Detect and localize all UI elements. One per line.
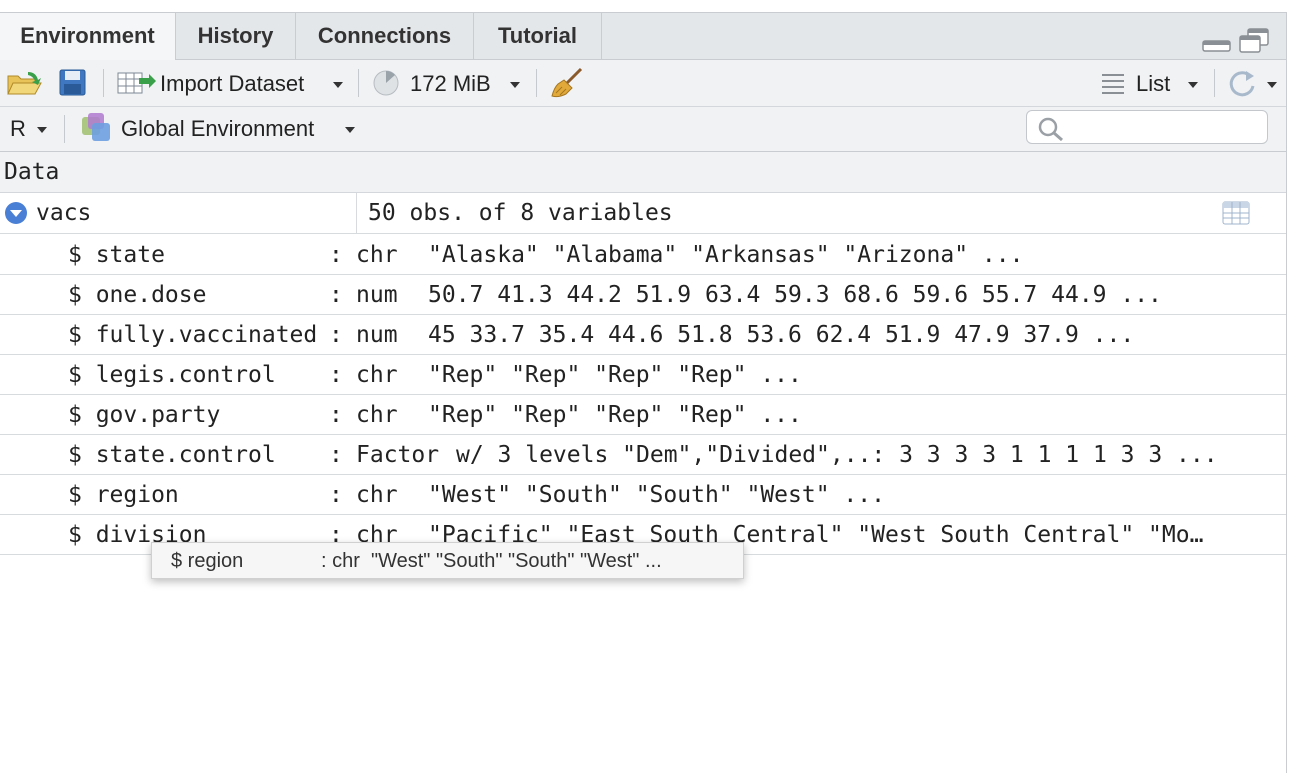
tab-environment[interactable]: Environment: [0, 13, 176, 60]
tooltip-variable-description: : chr "West" "South" "South" "West" ...: [321, 550, 662, 572]
variable-row[interactable]: $ fully.vaccinated : num 45 33.7 35.4 44…: [0, 315, 1286, 355]
object-name[interactable]: vacs: [36, 200, 92, 226]
toolbar-divider: [64, 115, 65, 143]
variable-name: $ state.control: [68, 442, 276, 468]
collapse-chevron-icon[interactable]: [4, 201, 28, 225]
tab-connections[interactable]: Connections: [296, 13, 474, 59]
save-icon[interactable]: [59, 69, 87, 97]
view-mode-chevron-icon[interactable]: [1188, 82, 1198, 88]
maximize-pane-icon[interactable]: [1238, 27, 1270, 55]
environment-chevron-icon[interactable]: [345, 127, 355, 133]
variable-type: chr: [356, 242, 398, 268]
open-folder-icon[interactable]: [6, 68, 46, 98]
tab-bar: Environment History Connections Tutorial: [0, 13, 1286, 60]
variable-values: "West" "South" "South" "West" ...: [428, 482, 885, 508]
variable-row[interactable]: $ region : chr "West" "South" "South" "W…: [0, 475, 1286, 515]
refresh-options-chevron-icon[interactable]: [1267, 82, 1277, 88]
toolbar-divider: [1214, 69, 1215, 97]
variable-row[interactable]: $ legis.control : chr "Rep" "Rep" "Rep" …: [0, 355, 1286, 395]
clear-workspace-broom-icon[interactable]: [550, 66, 584, 100]
language-chevron-icon[interactable]: [37, 127, 47, 133]
variable-colon: :: [329, 362, 343, 388]
toolbar-divider: [536, 69, 537, 97]
section-title: Data: [4, 159, 60, 185]
variable-type: num: [356, 322, 398, 348]
search-input[interactable]: [1026, 110, 1268, 144]
variable-colon: :: [329, 402, 343, 428]
tab-tutorial[interactable]: Tutorial: [474, 13, 602, 59]
import-dataset-icon[interactable]: [117, 70, 157, 96]
variable-name: $ gov.party: [68, 402, 221, 428]
variable-colon: :: [329, 322, 343, 348]
search-icon: [1038, 117, 1063, 141]
tab-history[interactable]: History: [176, 13, 296, 59]
variable-name: $ region: [68, 482, 179, 508]
object-row[interactable]: vacs 50 obs. of 8 variables: [0, 193, 1286, 234]
environment-selector[interactable]: Global Environment: [121, 116, 315, 141]
variable-values: 50.7 41.3 44.2 51.9 63.4 59.3 68.6 59.6 …: [428, 282, 1162, 308]
variable-type: chr: [356, 402, 398, 428]
variable-values: "Rep" "Rep" "Rep" "Rep" ...: [428, 402, 802, 428]
refresh-icon[interactable]: [1226, 68, 1260, 100]
toolbar-divider: [358, 69, 359, 97]
variable-colon: :: [329, 242, 343, 268]
variable-values: 45 33.7 35.4 44.6 51.8 53.6 62.4 51.9 47…: [428, 322, 1135, 348]
variable-type: num: [356, 282, 398, 308]
environment-icon: [82, 113, 110, 141]
column-divider: [356, 193, 357, 233]
variable-row[interactable]: $ gov.party : chr "Rep" "Rep" "Rep" "Rep…: [0, 395, 1286, 435]
environment-toolbar: Import Dataset 172 MiB List: [0, 60, 1286, 107]
object-summary: 50 obs. of 8 variables: [368, 200, 673, 226]
environment-pane: Environment History Connections Tutorial: [0, 12, 1287, 773]
import-dataset-button[interactable]: Import Dataset: [160, 71, 305, 96]
variable-type: Factor: [356, 442, 440, 468]
minimize-pane-icon[interactable]: [1202, 37, 1232, 53]
variable-row[interactable]: $ one.dose : num 50.7 41.3 44.2 51.9 63.…: [0, 275, 1286, 315]
variable-colon: :: [329, 482, 343, 508]
variable-colon: :: [329, 522, 343, 548]
variable-colon: :: [329, 442, 343, 468]
toolbar-divider: [103, 69, 104, 97]
variable-name: $ fully.vaccinated: [68, 322, 318, 348]
memory-dropdown-chevron-icon[interactable]: [510, 82, 520, 88]
view-mode-button[interactable]: List: [1136, 71, 1171, 96]
variable-type: chr: [356, 362, 398, 388]
data-section-header: Data: [0, 152, 1286, 193]
hover-tooltip: $ region : chr "West" "South" "South" "W…: [151, 542, 744, 579]
memory-usage-icon[interactable]: [373, 70, 399, 96]
variable-row[interactable]: $ state : chr "Alaska" "Alabama" "Arkans…: [0, 235, 1286, 275]
variable-values: "Rep" "Rep" "Rep" "Rep" ...: [428, 362, 802, 388]
tooltip-variable-name: $ region: [171, 550, 244, 572]
variable-name: $ legis.control: [68, 362, 276, 388]
variable-values: "Alaska" "Alabama" "Arkansas" "Arizona" …: [428, 242, 1024, 268]
variable-row[interactable]: $ state.control : Factor w/ 3 levels "De…: [0, 435, 1286, 475]
variable-colon: :: [329, 282, 343, 308]
variable-type: chr: [356, 482, 398, 508]
import-dropdown-chevron-icon[interactable]: [333, 82, 343, 88]
memory-usage-button[interactable]: 172 MiB: [410, 71, 491, 96]
view-table-grid-icon[interactable]: [1222, 201, 1250, 225]
language-selector[interactable]: R: [10, 116, 26, 141]
variable-name: $ one.dose: [68, 282, 207, 308]
list-view-icon[interactable]: [1100, 72, 1126, 94]
variable-values: w/ 3 levels "Dem","Divided",..: 3 3 3 3 …: [456, 442, 1218, 468]
variable-name: $ state: [68, 242, 165, 268]
